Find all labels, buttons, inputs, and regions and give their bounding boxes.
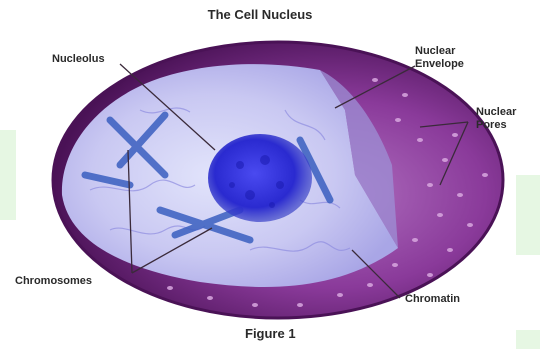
page-title: The Cell Nucleus bbox=[0, 9, 520, 21]
label-chromosomes: Chromosomes bbox=[15, 275, 92, 287]
label-nuclear-pores-line1: Nuclear bbox=[476, 106, 516, 118]
nucleolus bbox=[208, 134, 312, 222]
label-chromatin: Chromatin bbox=[405, 293, 460, 305]
label-nuclear-envelope-line1: Nuclear bbox=[415, 45, 455, 57]
figure-caption: Figure 1 bbox=[245, 328, 296, 340]
label-nuclear-pores-line2: Pores bbox=[476, 119, 507, 131]
label-nucleolus: Nucleolus bbox=[52, 53, 105, 65]
label-nuclear-envelope-line2: Envelope bbox=[415, 58, 464, 70]
